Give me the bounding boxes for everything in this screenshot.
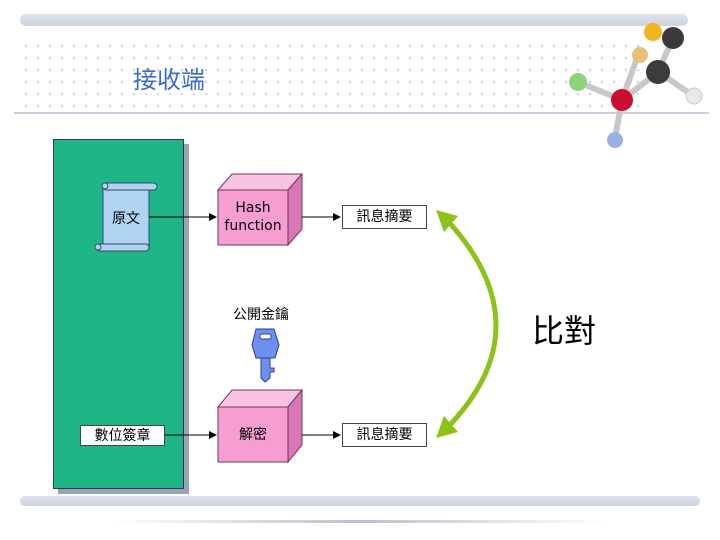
footer-bar xyxy=(20,496,700,506)
slide-title: 接收端 xyxy=(133,66,205,94)
digest-bottom-label: 訊息摘要 xyxy=(356,427,413,443)
plaintext-label: 原文 xyxy=(112,211,140,227)
hash-label-line2: function xyxy=(224,218,282,234)
digest-top-box: 訊息摘要 xyxy=(342,205,427,229)
hash-function-cube xyxy=(216,172,304,247)
scroll-icon xyxy=(94,182,158,252)
compare-arrow xyxy=(436,210,499,438)
decrypt-cube xyxy=(216,388,304,464)
header-bar xyxy=(20,14,688,26)
title-rule xyxy=(14,112,709,114)
digest-top-label: 訊息摘要 xyxy=(356,209,413,225)
decrypt-label: 解密 xyxy=(239,427,267,443)
key-icon xyxy=(251,328,280,383)
footer-line xyxy=(110,520,610,523)
hash-function-label: Hash function xyxy=(218,199,288,235)
signature-label: 數位簽章 xyxy=(94,427,151,444)
public-key-label: 公開金鑰 xyxy=(233,307,289,323)
dot-pattern xyxy=(20,40,640,110)
hash-label-line1: Hash xyxy=(235,200,271,216)
signature-box: 數位簽章 xyxy=(80,425,165,446)
digest-bottom-box: 訊息摘要 xyxy=(342,423,427,447)
compare-label: 比對 xyxy=(532,312,597,350)
